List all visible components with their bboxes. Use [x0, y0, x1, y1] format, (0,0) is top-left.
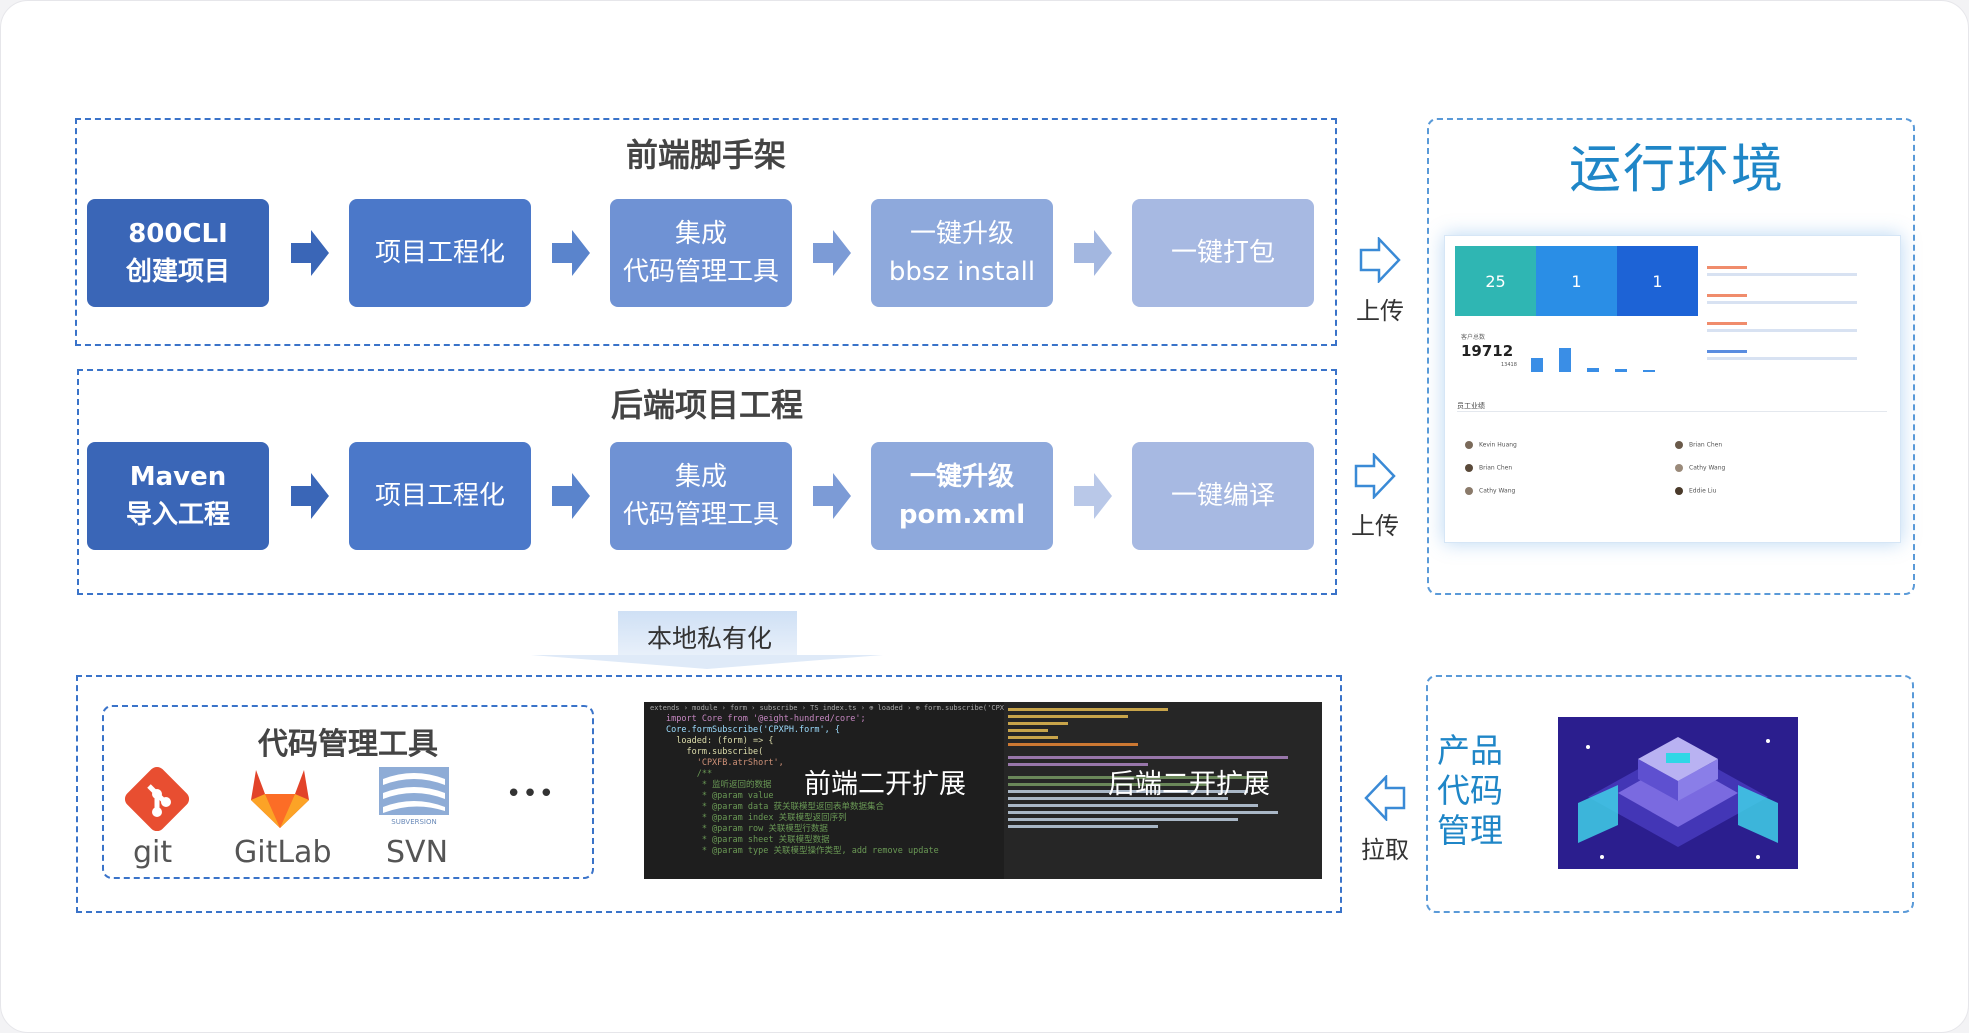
backend-extension-label: 后端二开扩展: [1108, 769, 1270, 800]
staff-row: Brian Chen: [1675, 441, 1722, 449]
frontend-code-screenshot: extends › module › form › subscribe › TS…: [644, 702, 1009, 879]
local-privatization-arrow: [618, 611, 797, 655]
customer-total: 19712: [1461, 342, 1514, 360]
svn-label: SVN: [386, 835, 449, 870]
upload-label: 上传: [1356, 297, 1404, 325]
arrow-right-icon: [552, 230, 590, 276]
backend-step-compile: 一键编译: [1132, 442, 1314, 550]
stat-card: 25: [1455, 246, 1536, 316]
git-label: git: [133, 835, 173, 870]
stat-card: 1: [1536, 246, 1617, 316]
local-privatization-label: 本地私有化: [647, 624, 773, 653]
more-tools-icon: •••: [506, 779, 556, 809]
frontend-extension-label: 前端二开扩展: [804, 769, 966, 800]
frontend-step-upgrade: 一键升级 bbsz install: [871, 199, 1053, 307]
runtime-title: 运行环境: [1569, 140, 1786, 200]
mini-bar: [1559, 348, 1571, 372]
staff-row: Eddie Liu: [1675, 487, 1717, 495]
staff-row: Brian Chen: [1465, 464, 1512, 472]
upload-label: 上传: [1351, 512, 1399, 540]
vcs-tools-group: 代码管理工具: [102, 705, 594, 879]
frontend-step-package: 一键打包: [1132, 199, 1314, 307]
gitlab-label: GitLab: [234, 835, 332, 870]
backend-code-screenshot: 后端二开扩展: [1004, 702, 1322, 879]
notice-list: [1707, 248, 1887, 360]
frontend-step-engineering: 项目工程化: [349, 199, 531, 307]
arrow-right-icon: [1074, 473, 1112, 519]
local-privatization-arrow-head: [531, 655, 883, 669]
backend-step-upgrade: 一键升级 pom.xml: [871, 442, 1053, 550]
staff-row: Kevin Huang: [1465, 441, 1517, 449]
svg-text:SUBVERSION: SUBVERSION: [391, 818, 436, 826]
backend-step-integrate-vcs: 集成 代码管理工具: [610, 442, 792, 550]
gitlab-icon: [251, 770, 309, 828]
stat-card: 1: [1617, 246, 1698, 316]
upload-arrow-icon: [1354, 453, 1396, 499]
arrow-right-icon: [291, 230, 329, 276]
arrow-right-icon: [552, 473, 590, 519]
svn-icon: SUBVERSION: [379, 767, 449, 826]
arrow-right-icon: [1074, 230, 1112, 276]
frontend-group: 前端脚手架: [75, 118, 1337, 346]
backend-step-engineering: 项目工程化: [349, 442, 531, 550]
pull-label: 拉取: [1361, 836, 1409, 864]
frontend-step-integrate-vcs: 集成 代码管理工具: [610, 199, 792, 307]
frontend-step-create: 800CLI 创建项目: [87, 199, 269, 307]
staff-row: Cathy Wang: [1465, 487, 1515, 495]
mini-bar: [1615, 369, 1627, 372]
frontend-title: 前端脚手架: [625, 136, 786, 174]
code-bars: [1004, 702, 1322, 838]
dashboard-screenshot: 25 1 1 客户总数 19712 13418 员工业绩: [1444, 235, 1901, 543]
backend-title: 后端项目工程: [610, 386, 803, 424]
arrow-right-icon: [813, 473, 851, 519]
arrow-right-icon: [813, 230, 851, 276]
product-title: 产品 代码 管理: [1437, 731, 1503, 850]
upload-arrow-icon: [1359, 237, 1401, 283]
backend-step-maven: Maven 导入工程: [87, 442, 269, 550]
vcs-tools-title: 代码管理工具: [258, 727, 438, 762]
mini-bar: [1643, 370, 1655, 372]
extension-group: [76, 675, 1342, 913]
pull-arrow-icon: [1364, 775, 1406, 821]
code-lines: import Core from '@eight-hundred/core'; …: [666, 714, 939, 856]
server-illustration-icon: [1558, 717, 1798, 869]
staff-row: Cathy Wang: [1675, 464, 1725, 472]
runtime-group: [1427, 118, 1915, 595]
mini-bar: [1531, 358, 1543, 372]
product-code-group: [1426, 675, 1914, 913]
mini-bar: [1587, 368, 1599, 372]
arrow-right-icon: [291, 473, 329, 519]
backend-group: 后端项目工程: [77, 369, 1337, 595]
git-icon: [124, 766, 190, 832]
